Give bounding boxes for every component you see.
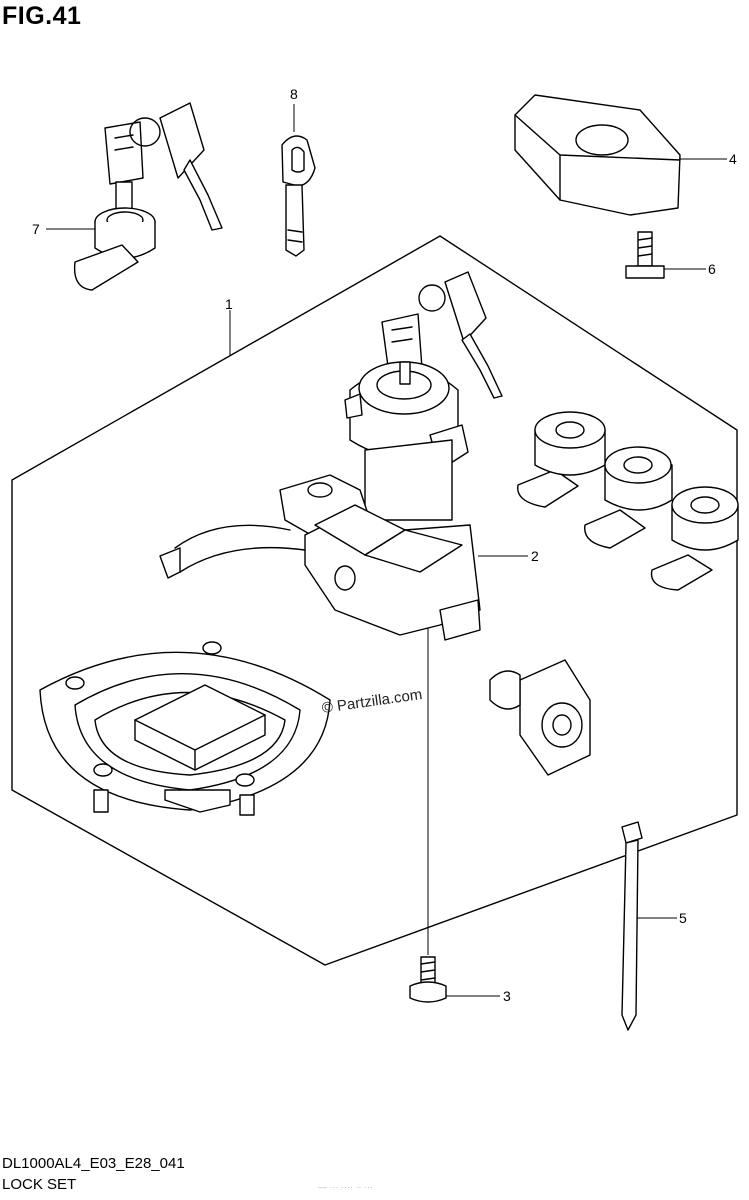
small-lock-3	[650, 486, 739, 591]
small-lock-1	[517, 411, 606, 508]
callout-6: 6	[708, 261, 716, 277]
callout-3: 3	[503, 988, 511, 1004]
callout-8: 8	[290, 86, 298, 102]
screw-3	[409, 956, 447, 1003]
rubber-cap	[514, 94, 681, 216]
cable-tie	[621, 821, 643, 1031]
ignition-switch-assembly	[159, 271, 503, 641]
box-lock	[489, 659, 591, 776]
blank-key	[281, 135, 316, 257]
figure-title: FIG.41	[2, 2, 82, 30]
footer-faint-text: — ··· ···· ·· ···	[318, 1182, 373, 1192]
seat-lock-with-keys	[73, 102, 223, 291]
small-lock-2	[584, 446, 673, 549]
callout-7: 7	[32, 221, 40, 237]
fuel-tank-cap	[39, 641, 331, 816]
model-code: DL1000AL4_E03_E28_041	[2, 1155, 185, 1172]
callout-4: 4	[729, 151, 737, 167]
kit-boundary-outline	[11, 235, 738, 966]
bolt-6	[625, 231, 665, 279]
section-name: LOCK SET	[2, 1176, 77, 1193]
callout-1: 1	[225, 296, 233, 312]
callout-5: 5	[679, 910, 687, 926]
callout-2: 2	[531, 548, 539, 564]
